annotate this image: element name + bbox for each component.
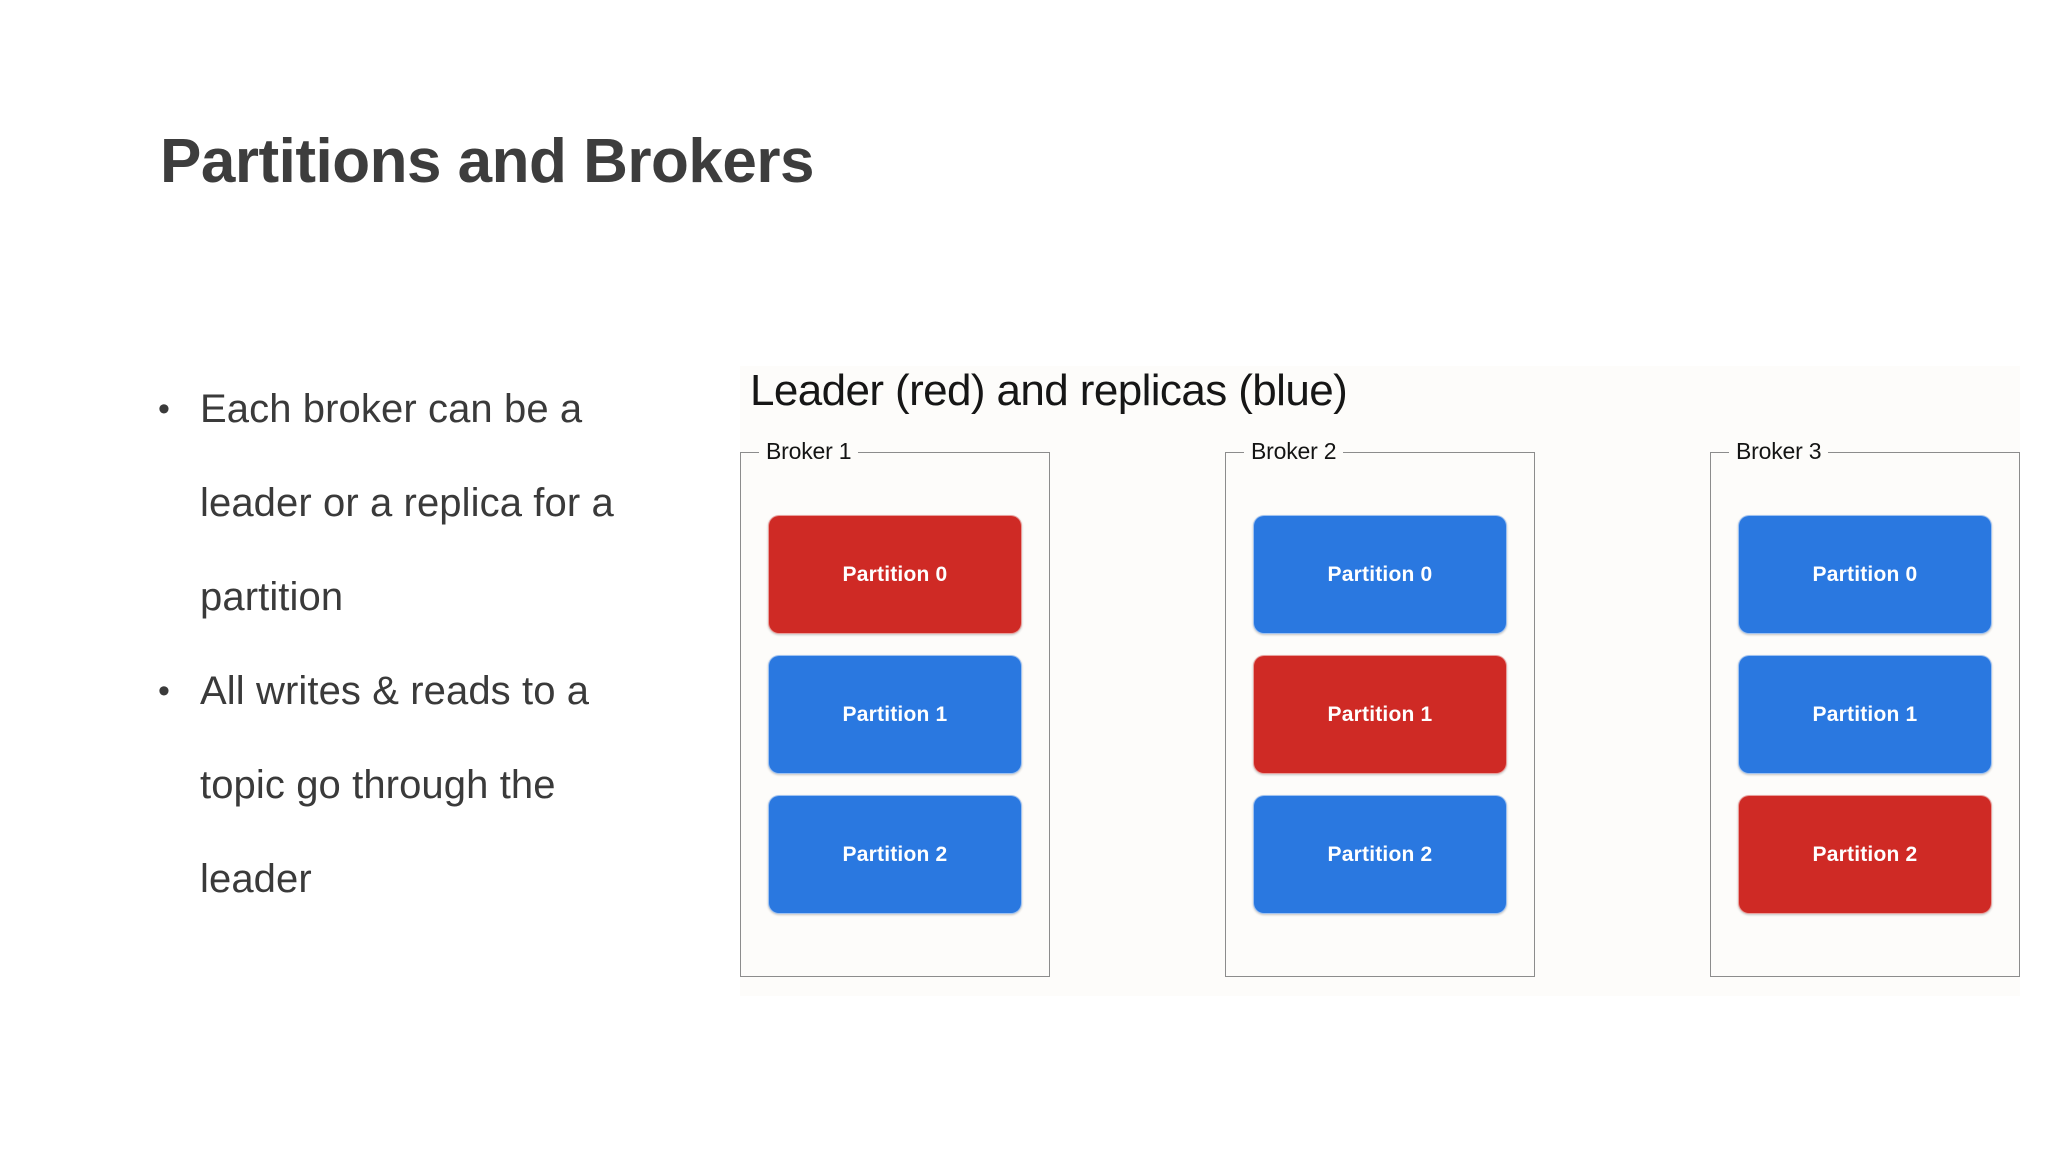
bullet-text: Each broker can be a leader or a replica… <box>200 387 614 619</box>
diagram-heading: Leader (red) and replicas (blue) <box>750 366 1348 415</box>
brokers-row: Broker 1 Partition 0 Partition 1 Partiti… <box>740 438 2020 992</box>
broker-label: Broker 3 <box>1729 438 1829 464</box>
partition-box: Partition 1 <box>1253 655 1507 774</box>
partition-box: Partition 1 <box>768 655 1022 774</box>
partition-box: Partition 0 <box>768 515 1022 634</box>
broker-group-3: Broker 3 Partition 0 Partition 1 Partiti… <box>1710 438 2020 977</box>
broker-group-1: Broker 1 Partition 0 Partition 1 Partiti… <box>740 438 1050 977</box>
broker-group-2: Broker 2 Partition 0 Partition 1 Partiti… <box>1225 438 1535 977</box>
partition-box: Partition 0 <box>1253 515 1507 634</box>
broker-partition-diagram: Leader (red) and replicas (blue) Broker … <box>740 366 2020 996</box>
broker-label: Broker 2 <box>1244 438 1344 464</box>
partition-list: Partition 0 Partition 1 Partition 2 <box>741 515 1049 914</box>
list-item: • Each broker can be a leader or a repli… <box>150 362 670 644</box>
partition-list: Partition 0 Partition 1 Partition 2 <box>1711 515 2019 914</box>
partition-box: Partition 2 <box>1738 795 1992 914</box>
bullet-text: All writes & reads to a topic go through… <box>200 669 590 901</box>
partition-box: Partition 2 <box>1253 795 1507 914</box>
partition-list: Partition 0 Partition 1 Partition 2 <box>1226 515 1534 914</box>
bullet-marker-icon: • <box>158 390 170 428</box>
bullet-marker-icon: • <box>158 672 170 710</box>
partition-box: Partition 0 <box>1738 515 1992 634</box>
list-item: • All writes & reads to a topic go throu… <box>150 644 670 926</box>
bullet-list: • Each broker can be a leader or a repli… <box>150 362 670 926</box>
partition-box: Partition 1 <box>1738 655 1992 774</box>
page-title: Partitions and Brokers <box>160 127 814 196</box>
broker-label: Broker 1 <box>759 438 859 464</box>
partition-box: Partition 2 <box>768 795 1022 914</box>
